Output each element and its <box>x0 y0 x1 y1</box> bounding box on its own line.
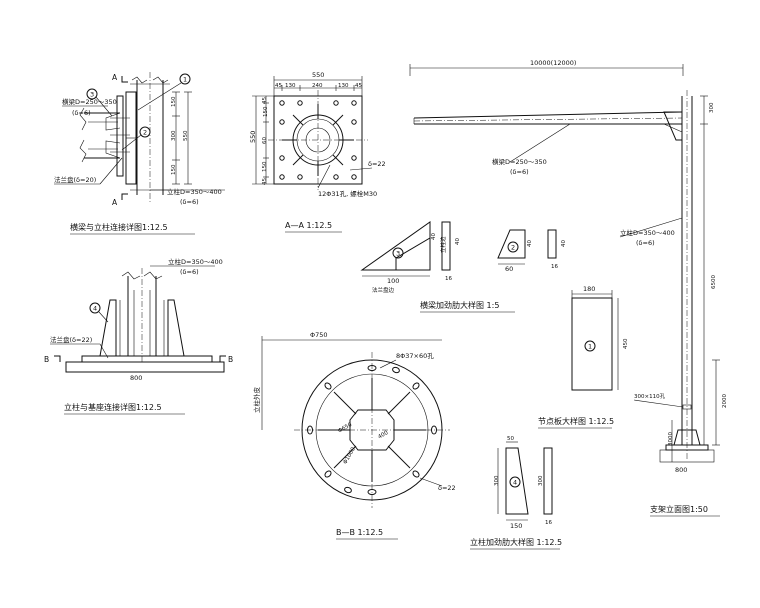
stiffener-callout-3: 3 <box>396 250 400 258</box>
node-plate-height: 450 <box>623 338 629 349</box>
stiffener-w-60: 60 <box>505 265 513 273</box>
stiffener-callout-2: 2 <box>511 244 515 252</box>
bb-slots <box>307 365 437 495</box>
base-width: 800 <box>130 374 142 382</box>
bb-d400: 400 <box>377 430 390 441</box>
aa-top-240: 240 <box>312 83 323 89</box>
column-thickness: (δ=6) <box>180 198 199 206</box>
base-callout-4: 4 <box>93 305 97 313</box>
section-b-marker-right: B <box>228 355 233 364</box>
section-b-marker-left: B <box>44 355 49 364</box>
aa-top-total: 550 <box>312 71 324 79</box>
stiffener-h-40a: 40 <box>431 233 437 240</box>
aa-left-45a: 45 <box>262 97 268 104</box>
elevation-column-label: 立柱D=350～400 <box>620 228 675 237</box>
aa-top-130a: 130 <box>285 83 296 89</box>
stiffener-h-40b: 40 <box>455 238 461 245</box>
dim-550: 550 <box>183 130 189 141</box>
bb-thickness: δ=22 <box>438 484 456 492</box>
beam-column-detail: A A 1 3 2 横梁D=250～350 (δ=6) 法兰盘(δ=20) 立柱… <box>54 72 225 235</box>
elevation-access-hole: 300×110孔 <box>634 392 666 400</box>
title-column-stiffener: 立柱加劲肋大样图 1:12.5 <box>470 537 562 547</box>
dim-300: 300 <box>171 130 177 141</box>
base-flange-label: 法兰盘(δ=22) <box>50 335 92 344</box>
stiffener-h-40c: 40 <box>527 240 533 247</box>
title-beam-column: 横梁与立柱连接详图1:12.5 <box>70 222 168 232</box>
bolt-holes <box>279 100 357 180</box>
col-stiffener-top: 50 <box>507 436 514 442</box>
title-node-plate: 节点板大样图 1:12.5 <box>538 416 614 426</box>
section-aa: 550 45 130 240 130 45 550 45 150 60 150 … <box>249 71 386 233</box>
section-a-marker-bottom: A <box>112 198 118 207</box>
callout-3: 3 <box>90 91 94 99</box>
column-label: 立柱D=350～400 <box>167 187 222 196</box>
elevation-beam-thickness: (δ=6) <box>510 168 529 176</box>
aa-left-150a: 150 <box>263 106 269 117</box>
col-stiffener-t: 16 <box>545 520 552 526</box>
elevation-h-6500: 6500 <box>711 275 717 289</box>
base-column-label: 立柱D=350～400 <box>168 257 223 266</box>
aa-left-60: 60 <box>262 137 268 144</box>
dim-150-bottom: 150 <box>171 164 177 175</box>
base-column-thickness: (δ=6) <box>180 268 199 276</box>
title-column-base: 立柱与基座连接详图1:12.5 <box>64 402 162 412</box>
bb-stiffeners <box>318 378 426 482</box>
column-stiffener-detail: 50 300 4 150 16 300 立柱加劲肋大样图 1:12.5 <box>470 436 562 550</box>
elevation-column-thickness: (δ=6) <box>636 239 655 247</box>
bb-slots-label: 8Φ37×60孔 <box>396 352 434 360</box>
radial-stiffeners <box>282 104 354 176</box>
elevation-beam-label: 横梁D=250～350 <box>492 157 547 166</box>
callout-1: 1 <box>183 76 187 84</box>
column-base-detail: 4 立柱D=350～400 (δ=6) 法兰盘(δ=22) B B 800 立柱… <box>44 257 233 415</box>
bb-d650: Φ650 <box>337 422 353 435</box>
aa-left-150b: 150 <box>262 161 268 172</box>
support-elevation: 10000(12000) 横梁D=250～350 (δ=6) 立柱D=350～4… <box>409 59 728 517</box>
stiffener-t-16a: 16 <box>445 276 452 282</box>
col-stiffener-w: 150 <box>510 522 522 530</box>
beam-stiffener-detail: 3 100 法兰盘边 立柱边 40 16 40 2 60 40 16 40 横梁… <box>360 221 567 313</box>
flange-label: 法兰盘(δ=20) <box>54 175 96 184</box>
section-a-marker-top: A <box>112 73 118 82</box>
aa-holes: 12Φ31孔, 螺栓M30 <box>318 189 377 198</box>
elevation-base-width: 800 <box>675 466 687 474</box>
bb-d1000: Φ1000 <box>343 446 358 465</box>
aa-top-45a: 45 <box>275 83 282 89</box>
title-section-bb: B—B 1:12.5 <box>336 528 383 537</box>
node-plate-callout-1: 1 <box>588 343 592 351</box>
dim-150-top: 150 <box>171 96 177 107</box>
stiffener-t-16b: 16 <box>551 264 558 270</box>
aa-top-130b: 130 <box>338 83 349 89</box>
elevation-h-3000: 3000 <box>668 432 674 446</box>
section-bb: Φ750 8Φ37×60孔 Φ650 400 Φ1000 δ=22 立柱外皮 B… <box>252 331 456 540</box>
col-stiffener-h-a: 300 <box>494 475 500 486</box>
aa-top-45b: 45 <box>355 83 362 89</box>
aa-left-total: 550 <box>249 131 257 143</box>
node-plate-width: 180 <box>583 285 595 293</box>
stiffener-left-text: 立柱边 <box>439 236 447 253</box>
node-plate-detail: 180 450 1 节点板大样图 1:12.5 <box>538 285 629 429</box>
aa-thickness: δ=22 <box>368 160 386 168</box>
stiffener-h-40d: 40 <box>561 240 567 247</box>
title-section-aa: A—A 1:12.5 <box>285 221 332 230</box>
callout-2: 2 <box>143 129 147 137</box>
bb-side-text: 立柱外皮 <box>252 387 261 414</box>
elevation-span: 10000(12000) <box>530 59 576 67</box>
elevation-h-300: 300 <box>709 102 715 113</box>
col-stiffener-h-b: 300 <box>538 475 544 486</box>
elevation-h-2000: 2000 <box>722 394 728 408</box>
stiffener-w-100: 100 <box>387 277 399 285</box>
col-stiffener-callout-4: 4 <box>513 479 517 487</box>
beam-thickness: (δ=6) <box>72 109 91 117</box>
stiffener-bottom-text: 法兰盘边 <box>372 286 395 294</box>
beam-label: 横梁D=250～350 <box>62 97 117 106</box>
bb-diameter: Φ750 <box>310 331 328 339</box>
title-elevation: 支架立面图1:50 <box>650 504 708 514</box>
title-beam-stiffener: 横梁加劲肋大样图 1:5 <box>420 300 499 310</box>
aa-left-45b: 45 <box>262 178 268 185</box>
